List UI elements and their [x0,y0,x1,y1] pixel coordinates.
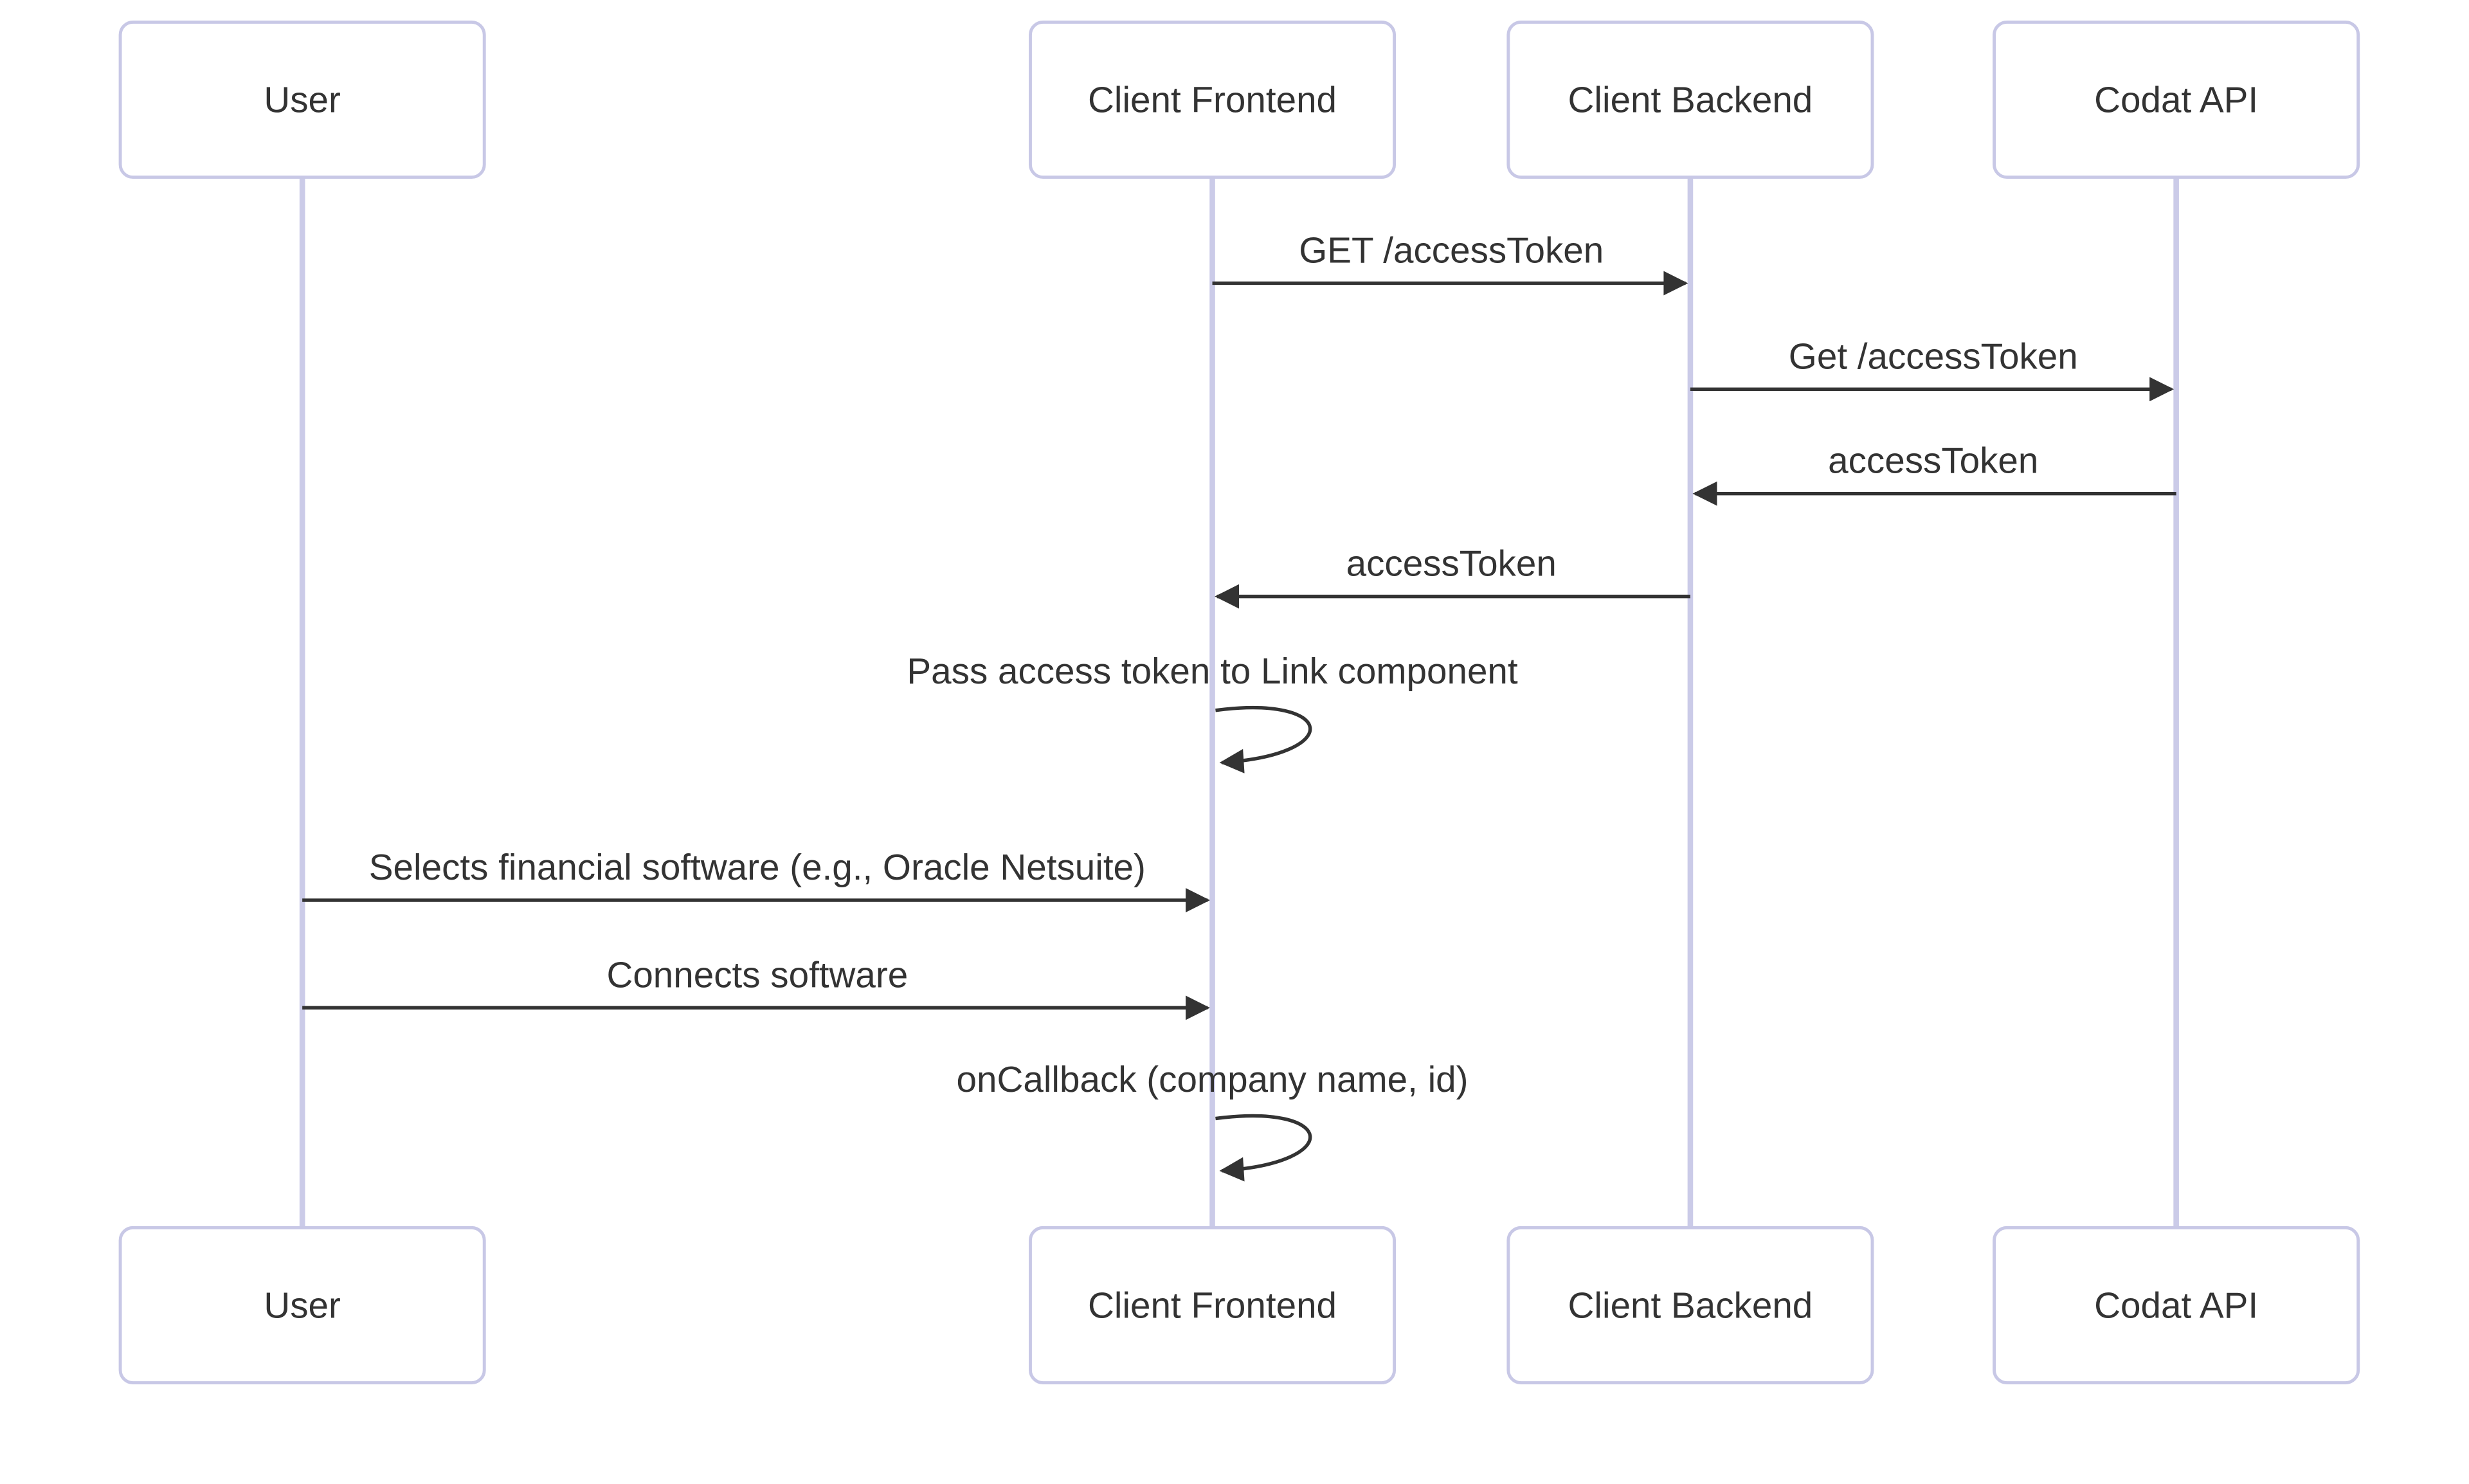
message-label-0: GET /accessToken [1299,230,1604,270]
actor-label-bottom-codat: Codat API [2094,1285,2258,1326]
message-label-2: accessToken [1828,440,2038,481]
actor-box-top-user [118,20,486,179]
actor-label-bottom-frontend: Client Frontend [1088,1285,1337,1326]
actor-box-bottom-codat [1993,1226,2360,1384]
message-label-1: Get /accessToken [1789,336,2078,376]
actor-box-bottom-frontend [1029,1226,1397,1384]
message-label-6: Connects software [606,954,908,995]
message-label-4: Pass access token to Link component [907,651,1518,691]
actor-box-top-frontend [1029,20,1397,179]
actor-label-top-frontend: Client Frontend [1088,80,1337,120]
self-message-arrow-4 [1215,706,1312,774]
message-label-7: onCallback (company name, id) [957,1059,1469,1099]
actor-label-bottom-user: User [264,1285,341,1326]
actor-box-top-backend [1506,20,1874,179]
actor-box-bottom-backend [1506,1226,1874,1384]
actor-label-bottom-backend: Client Backend [1568,1285,1813,1326]
actor-label-top-backend: Client Backend [1568,80,1813,120]
actor-label-top-codat: Codat API [2094,80,2258,120]
message-label-3: accessToken [1346,543,1557,584]
self-message-arrow-7 [1215,1114,1312,1182]
message-label-5: Selects financial software (e.g., Oracle… [369,847,1146,887]
actor-label-top-user: User [264,80,341,120]
actor-box-bottom-user [118,1226,486,1384]
actor-box-top-codat [1993,20,2360,179]
